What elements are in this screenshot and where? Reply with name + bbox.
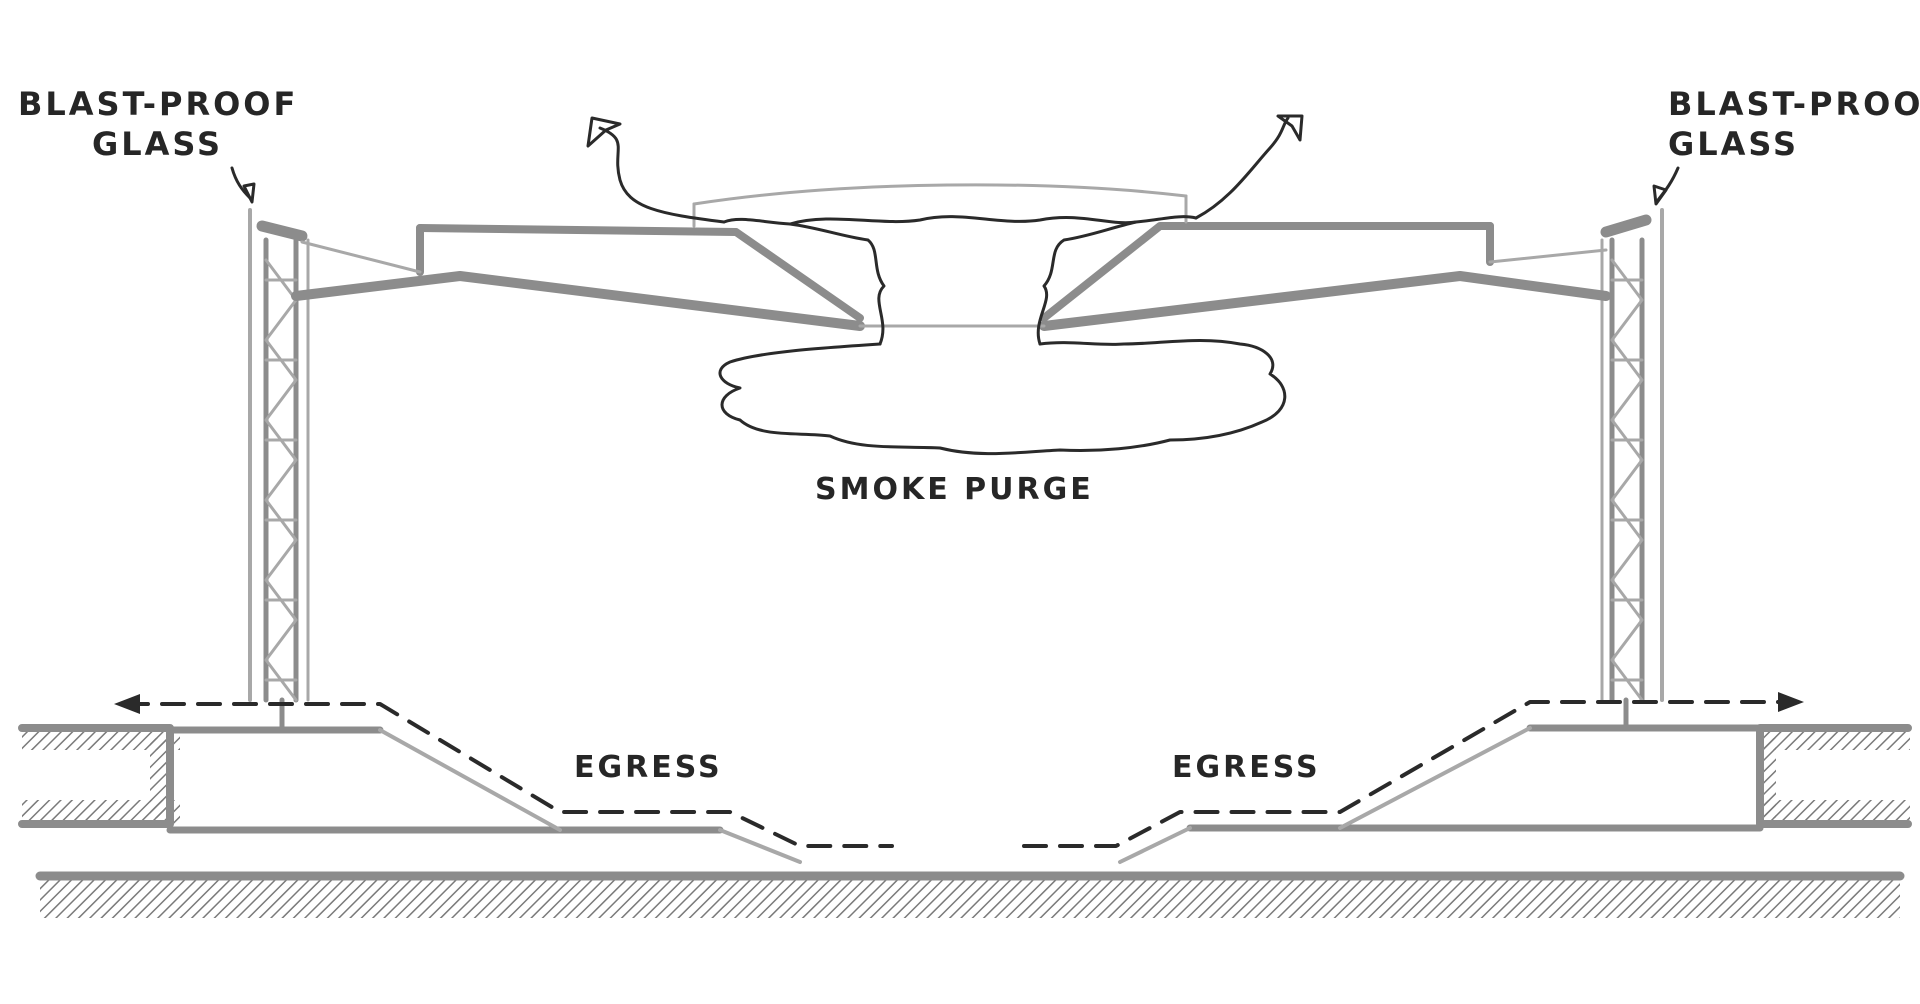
ground-hatching — [22, 730, 1910, 918]
egress-path-right — [1022, 692, 1804, 848]
ground-lines — [18, 724, 1912, 881]
label-line: BLAST-PROOF — [1668, 85, 1920, 123]
label-blast-proof-glass-right: BLAST-PROOF GLASS — [1668, 84, 1920, 164]
roof-left — [291, 224, 865, 331]
left-column — [248, 208, 310, 731]
label-egress-right: EGRESS — [1172, 750, 1321, 785]
label-egress-left: EGRESS — [574, 750, 723, 785]
label-smoke-purge: SMOKE PURGE — [815, 472, 1094, 507]
label-line: BLAST-PROOF — [18, 85, 299, 123]
smoke-exhaust-arrows — [586, 114, 1304, 224]
egress-path-left — [114, 694, 894, 848]
label-blast-proof-glass-left: BLAST-PROOF GLASS — [18, 84, 298, 164]
label-line: GLASS — [92, 125, 224, 163]
floor-slabs — [166, 724, 1764, 864]
glass-leaders — [230, 166, 1680, 206]
right-column — [1600, 208, 1664, 731]
label-line: GLASS — [1668, 125, 1800, 163]
roof-right — [1039, 222, 1611, 331]
smoke-cloud — [718, 215, 1287, 456]
